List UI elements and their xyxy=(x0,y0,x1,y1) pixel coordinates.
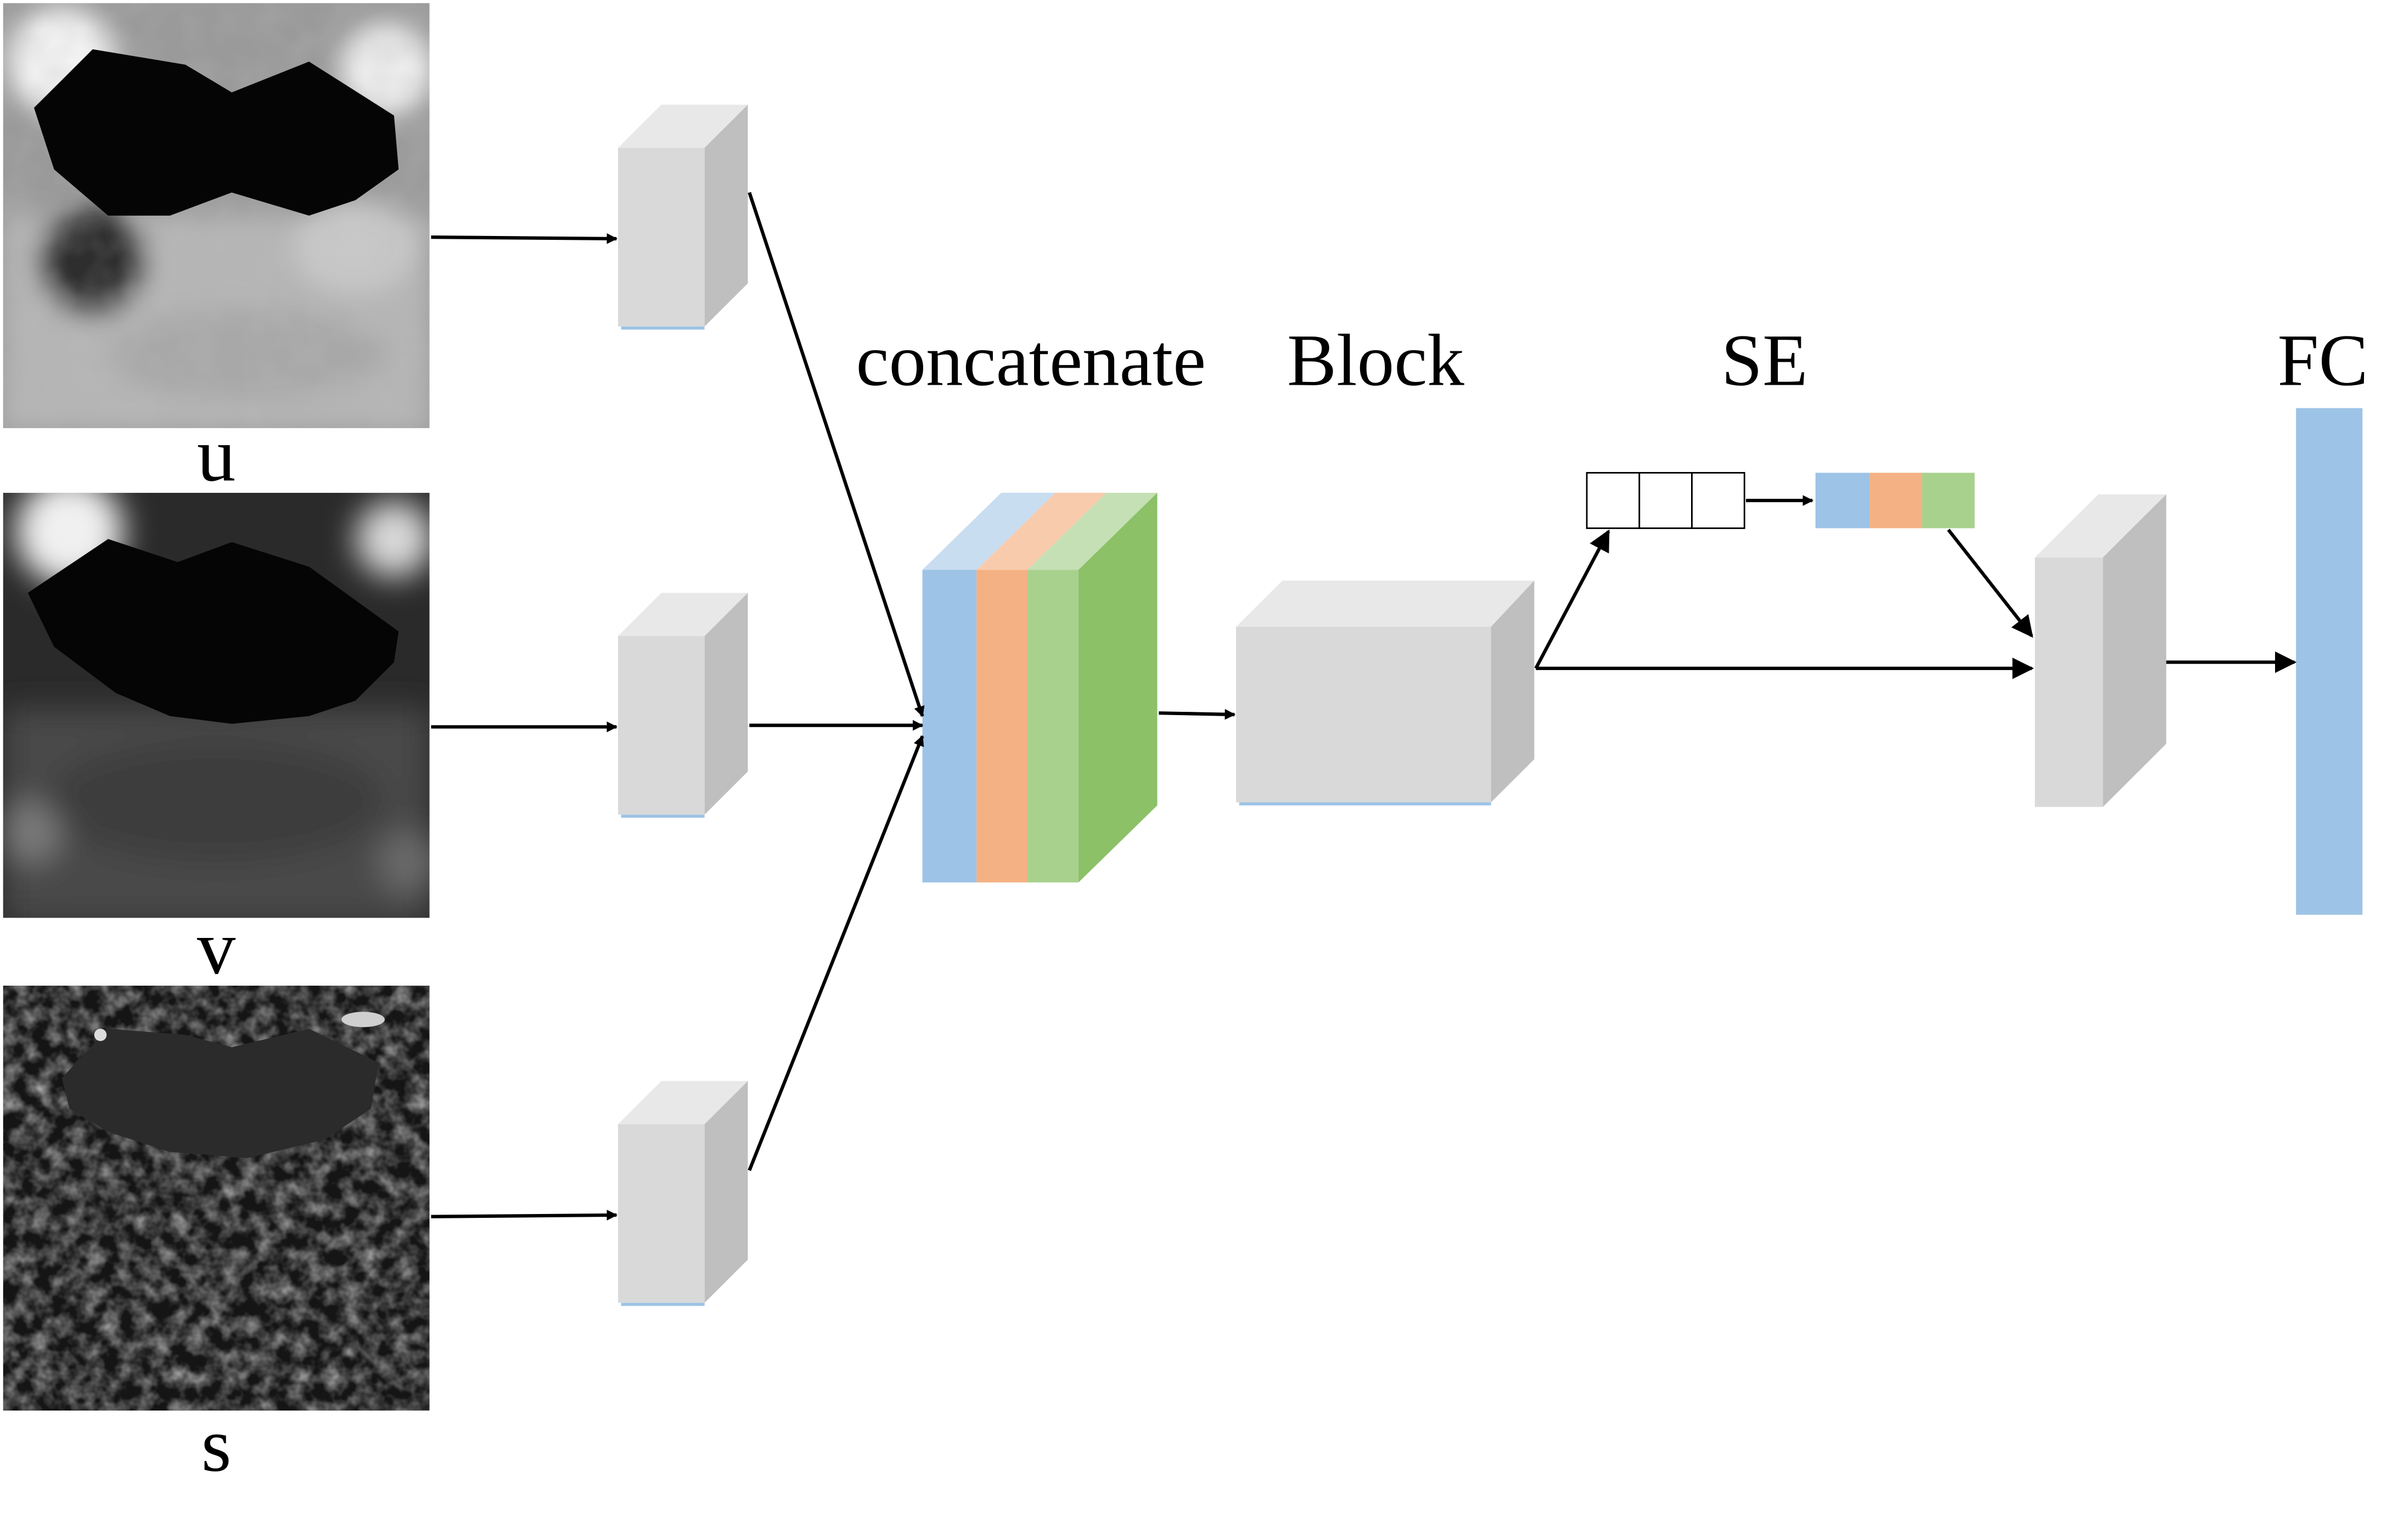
conv-cube-v xyxy=(618,593,748,818)
concatenate-block xyxy=(922,492,1158,883)
arrow-cube-s-to-concat xyxy=(748,735,924,1171)
residual-block xyxy=(1236,580,1535,806)
stage-label-fc: FC xyxy=(2277,320,2368,402)
arrows xyxy=(431,192,2297,1221)
conv-cube-u xyxy=(618,104,748,330)
se-excitation-vector xyxy=(1815,473,1975,529)
input-image-s xyxy=(3,985,430,1411)
stage-label-concatenate: concatenate xyxy=(856,320,1206,402)
arrow-s-to-cube xyxy=(431,1210,618,1221)
input-label-u: u xyxy=(197,413,235,498)
arrow-u-to-cube xyxy=(431,233,618,244)
arrow-concat-to-block xyxy=(1159,709,1236,720)
stage-label-se: SE xyxy=(1721,320,1808,402)
arrow-excite-to-scale xyxy=(1947,529,2034,638)
input-image-v xyxy=(3,492,430,918)
fc-layer xyxy=(2296,408,2363,915)
input-label-v: v xyxy=(197,906,236,991)
input-label-s: s xyxy=(201,1403,232,1488)
input-image-u xyxy=(3,3,430,429)
arrow-block-to-squeeze xyxy=(1534,529,1610,670)
conv-cube-s xyxy=(618,1081,748,1306)
scaled-feature-cube xyxy=(2035,494,2166,807)
se-squeeze-vector xyxy=(1586,472,1745,529)
stage-label-block: Block xyxy=(1287,320,1464,402)
arrow-cube-u-to-concat xyxy=(748,192,925,717)
